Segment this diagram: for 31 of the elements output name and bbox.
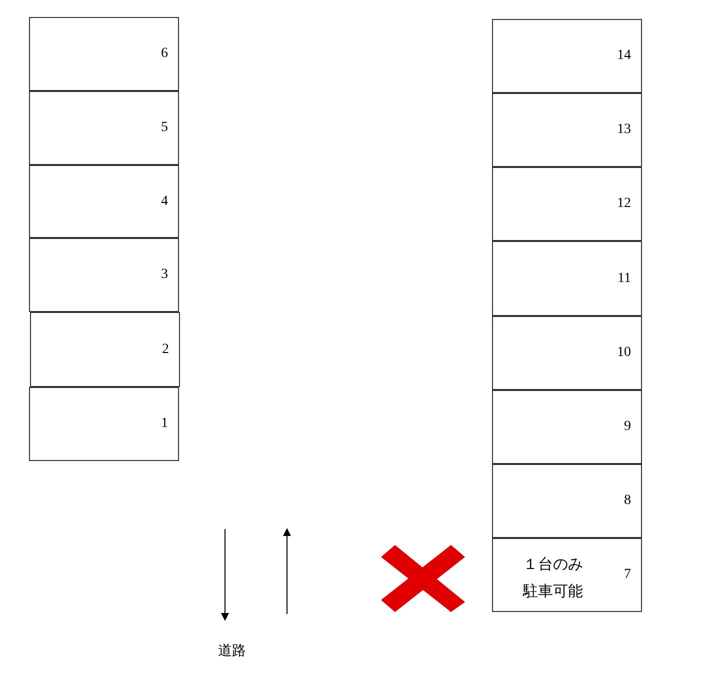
parking-space [492, 19, 642, 93]
space-number: 13 [617, 122, 631, 138]
space-note: 駐車可能 [522, 582, 584, 601]
parking-space [492, 316, 642, 390]
parking-space [492, 390, 642, 464]
space-number: 10 [617, 345, 631, 361]
space-number: 2 [162, 342, 169, 358]
space-number: 3 [161, 267, 168, 283]
space-number: 14 [617, 48, 631, 64]
parking-space [492, 241, 642, 316]
space-number: 8 [624, 493, 631, 509]
parking-space [29, 238, 179, 312]
space-number: 12 [617, 196, 631, 212]
parking-space [492, 93, 642, 167]
parking-space [29, 91, 179, 165]
space-number: 7 [624, 567, 631, 583]
space-number: 1 [161, 416, 168, 432]
parking-space [492, 167, 642, 241]
parking-space [492, 538, 642, 612]
space-number: 4 [161, 194, 168, 210]
parking-space [29, 165, 179, 238]
parking-space [29, 387, 179, 461]
space-number: 9 [624, 419, 631, 435]
space-note: １台のみ [522, 555, 584, 574]
space-number: 11 [618, 270, 631, 286]
road-label: 道路 [218, 642, 246, 660]
parking-space [29, 17, 179, 91]
space-number: 6 [161, 46, 168, 62]
parking-space [492, 464, 642, 538]
space-number: 5 [161, 120, 168, 136]
parking-space [30, 312, 180, 387]
